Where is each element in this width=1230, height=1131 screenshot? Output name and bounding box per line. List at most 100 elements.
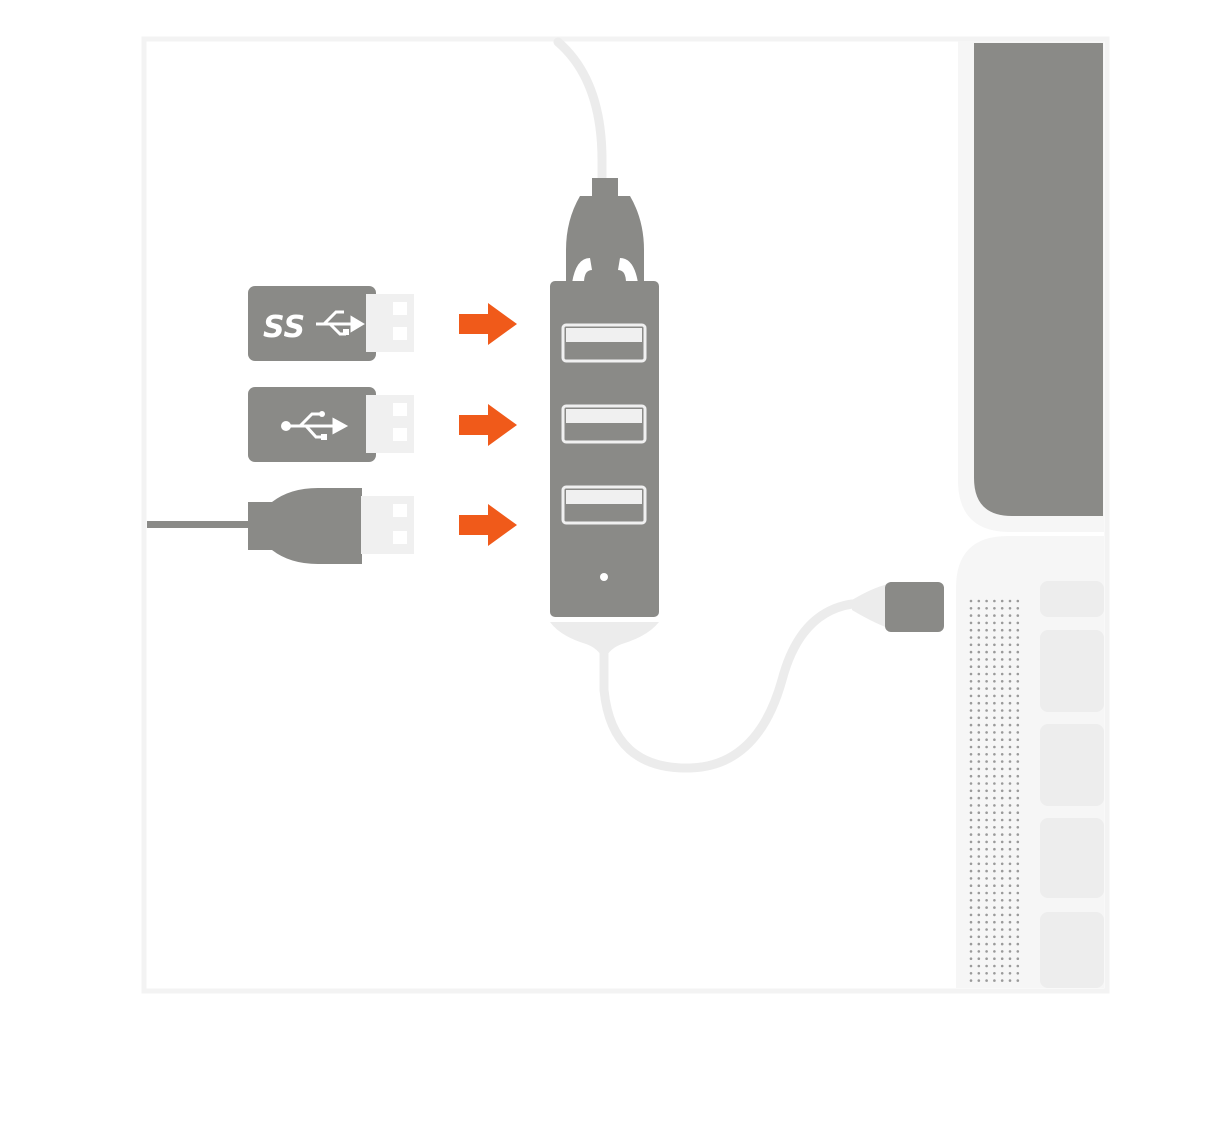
speaker-dot [969,950,973,953]
speaker-dot [1008,767,1012,771]
laptop-key [1040,581,1104,617]
hub-port-3 [561,485,647,525]
speaker-dot [969,745,973,749]
speaker-dot [993,621,996,625]
speaker-dot [993,636,996,639]
speaker-dot [1008,804,1012,807]
speaker-dot [993,760,996,763]
speaker-dot [993,877,996,880]
speaker-dot [993,745,996,749]
speaker-dot [993,723,996,727]
speaker-dot [1000,621,1004,625]
speaker-dot [1016,796,1020,800]
speaker-dot [969,636,973,639]
speaker-dot [977,607,981,610]
speaker-dot [977,716,981,720]
speaker-dot [985,643,988,647]
speaker-dot [1008,862,1012,866]
speaker-dot [1016,833,1020,836]
speaker-dot [993,964,996,968]
speaker-dot [977,636,981,639]
speaker-dot [977,760,981,763]
speaker-dot [1000,650,1004,654]
speaker-dot [993,869,996,873]
speaker-dot [985,899,988,902]
speaker-dot [1000,672,1004,676]
speaker-dot [977,840,981,844]
speaker-dot [985,928,988,931]
speaker-dot [977,950,981,953]
speaker-dot [1008,811,1012,814]
speaker-dot [1008,709,1012,712]
speaker-dot [993,643,996,647]
speaker-dot [969,818,973,822]
speaker-dot [1008,928,1012,931]
speaker-dot [993,840,996,844]
speaker-dot [969,753,973,756]
hub-to-laptop-cable [599,598,893,773]
speaker-dot [1000,950,1004,953]
speaker-dot [993,672,996,676]
speaker-dot [1000,760,1004,763]
speaker-dot [977,804,981,807]
speaker-dot [969,847,973,851]
speaker-dot [969,658,973,661]
speaker-dot [1000,636,1004,639]
speaker-dot [969,767,973,771]
speaker-dot [977,680,981,683]
usb2-flash-drive [248,387,414,462]
speaker-dot [1000,738,1004,741]
speaker-dot [977,694,981,698]
speaker-dot [1008,636,1012,639]
speaker-dot [985,621,988,625]
laptop-speaker-grille [969,599,1020,982]
speaker-dot [977,818,981,822]
speaker-dot [993,767,996,771]
speaker-dot [993,716,996,720]
speaker-dot [977,599,981,603]
speaker-dot [1016,964,1020,968]
speaker-dot [985,731,988,734]
speaker-dot [969,884,973,887]
speaker-dot [977,643,981,647]
speaker-dot [985,891,988,895]
speaker-dot [993,899,996,902]
speaker-dot [1000,774,1004,778]
speaker-dot [1000,789,1004,793]
speaker-dot [969,680,973,683]
speaker-dot [993,804,996,807]
speaker-dot [977,774,981,778]
speaker-dot [969,643,973,647]
speaker-dot [993,709,996,712]
speaker-dot [993,680,996,683]
speaker-dot [977,833,981,836]
speaker-dot [993,811,996,814]
speaker-dot [969,672,973,676]
speaker-dot [977,847,981,851]
speaker-dot [993,847,996,851]
speaker-dot [1000,643,1004,647]
speaker-dot [1016,658,1020,661]
speaker-dot [969,796,973,800]
speaker-dot [985,935,988,939]
speaker-dot [985,796,988,800]
speaker-dot [985,818,988,822]
speaker-dot [1016,650,1020,654]
speaker-dot [1000,723,1004,727]
speaker-dot [1016,804,1020,807]
speaker-dot [1008,950,1012,953]
speaker-dot [977,658,981,661]
speaker-dot [1000,745,1004,749]
speaker-dot [969,899,973,902]
laptop-key [1040,724,1104,806]
speaker-dot [985,840,988,844]
speaker-dot [985,694,988,698]
speaker-dot [993,920,996,924]
speaker-dot [1000,614,1004,617]
speaker-dot [969,774,973,778]
speaker-dot [977,862,981,866]
speaker-dot [969,731,973,734]
speaker-dot [1000,599,1004,603]
speaker-dot [985,658,988,661]
speaker-dot [1000,884,1004,887]
